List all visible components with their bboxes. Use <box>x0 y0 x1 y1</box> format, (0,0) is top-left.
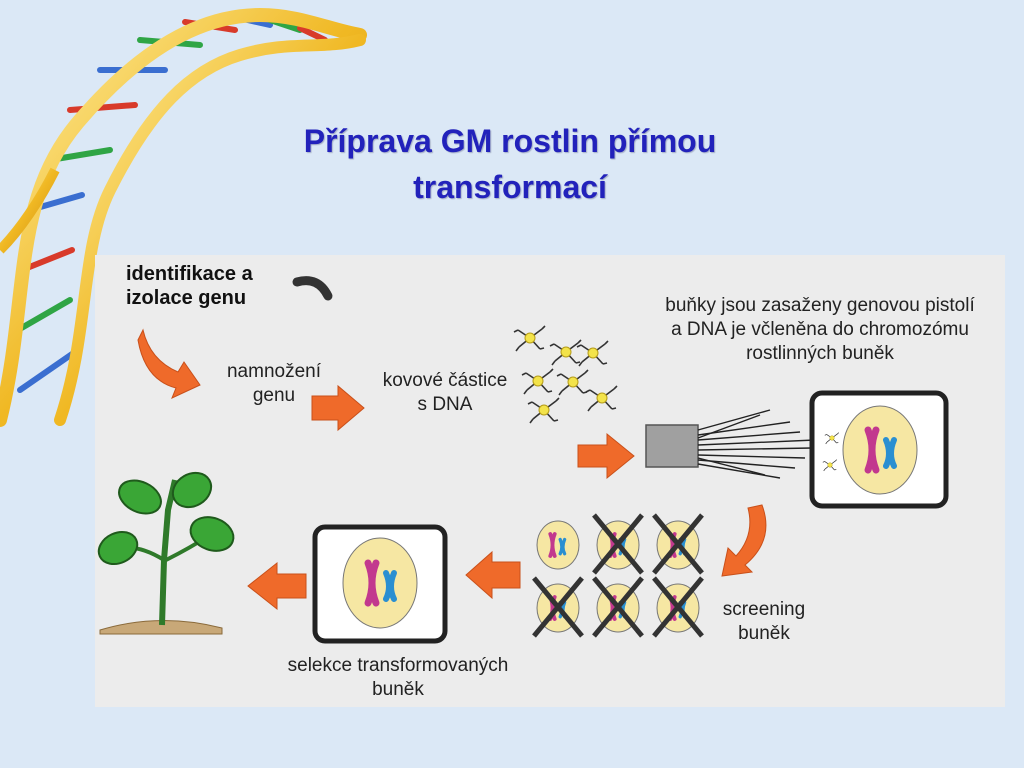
gun-blast-lines <box>697 409 816 479</box>
arrow-3 <box>577 432 635 480</box>
curved-arrow-top <box>292 276 333 301</box>
arrow-6 <box>247 561 307 611</box>
arrow-4 <box>721 504 767 577</box>
screening-cells <box>532 513 704 638</box>
arrow-5 <box>465 550 521 600</box>
target-cell <box>842 405 918 495</box>
arrow-2 <box>311 384 365 432</box>
slide-title: Příprava GM rostlin přímou transformací <box>300 118 720 210</box>
plant-icon <box>97 471 235 635</box>
title-line-1: Příprava GM rostlin přímou <box>303 123 717 159</box>
metal-particles <box>513 325 618 424</box>
gene-gun <box>645 424 699 468</box>
arrow-1 <box>137 328 201 399</box>
title-line-2: transformací <box>413 169 607 205</box>
selected-cell <box>342 537 418 629</box>
